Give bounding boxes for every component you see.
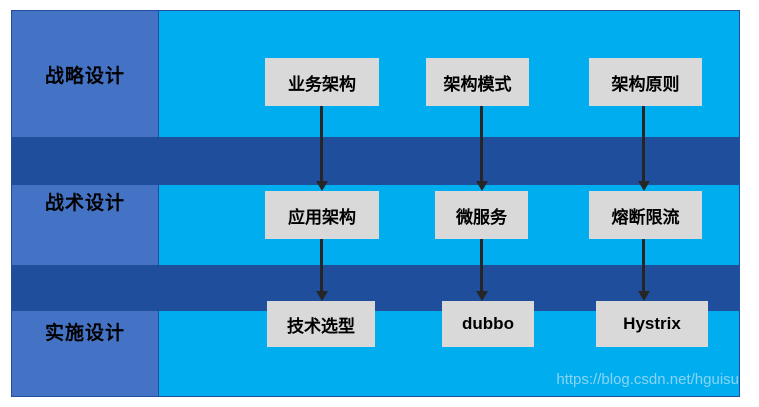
node-label: 微服务 [456, 207, 507, 228]
stage-label-tactical: 战术设计 [44, 192, 125, 214]
node-microservice[interactable]: 微服务 [435, 191, 528, 239]
node-label: 应用架构 [288, 207, 356, 228]
node-application-architecture[interactable]: 应用架构 [265, 191, 379, 239]
stage-column: 战略设计 战术设计 实施设计 [12, 11, 159, 396]
node-label: 业务架构 [288, 74, 356, 95]
node-label: 架构模式 [443, 74, 512, 95]
node-business-architecture[interactable]: 业务架构 [265, 58, 379, 106]
node-label: 架构原则 [611, 74, 680, 95]
node-label: 技术选型 [287, 316, 355, 337]
arrow-architecture-principle-to-circuit-breaker [642, 106, 645, 182]
stage-label-strategic: 战略设计 [44, 64, 125, 87]
node-label: 熔断限流 [611, 207, 680, 228]
node-architecture-pattern[interactable]: 架构模式 [426, 58, 529, 106]
node-label: Hystrix [623, 314, 681, 333]
node-hystrix[interactable]: Hystrix [596, 301, 708, 347]
node-technology-selection[interactable]: 技术选型 [267, 301, 375, 347]
node-architecture-principle[interactable]: 架构原则 [589, 58, 702, 106]
node-circuit-breaker-rate-limit[interactable]: 熔断限流 [589, 191, 702, 239]
arrow-architecture-pattern-to-microservice [480, 106, 483, 182]
node-label: dubbo [462, 314, 514, 333]
architecture-layer-diagram: 战略设计 战术设计 实施设计 业务架构 架构模式 架构原则 应用架构 微服务 熔… [11, 10, 740, 397]
row-separator-1 [12, 137, 739, 185]
arrow-microservice-to-dubbo [480, 239, 483, 292]
arrow-application-architecture-to-tech-selection [320, 239, 323, 292]
stage-label-implementation: 实施设计 [44, 321, 125, 344]
node-dubbo[interactable]: dubbo [442, 301, 534, 347]
stage-cell-strategic: 战略设计 [12, 11, 158, 137]
watermark-url: https://blog.csdn.net/hguisu [556, 371, 739, 388]
arrow-business-architecture-to-application-architecture [320, 106, 323, 182]
arrow-circuit-breaker-to-hystrix [642, 239, 645, 292]
